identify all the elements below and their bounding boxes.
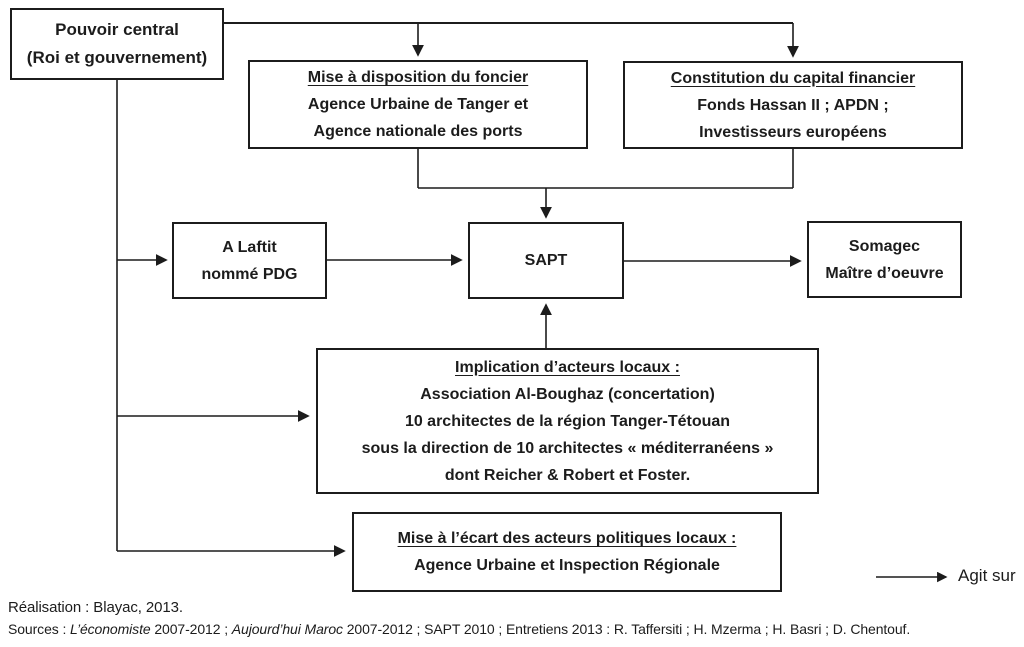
node-constitution-capital: Constitution du capital financier Fonds …	[623, 61, 963, 149]
node-text-line: Agence Urbaine de Tanger et	[307, 96, 529, 113]
node-text-line: Pouvoir central	[55, 20, 179, 39]
sources-line: Sources : L’économiste 2007-2012 ; Aujou…	[8, 621, 910, 637]
node-text-line: 10 architectes de la région Tanger-Tétou…	[404, 412, 731, 430]
node-text-line: Agence nationale des ports	[313, 123, 523, 140]
node-text-line: Somagec	[848, 237, 921, 255]
sources-segment-italic: Aujourd’hui Maroc	[231, 621, 343, 637]
node-title-line: Mise à l’écart des acteurs politiques lo…	[397, 530, 737, 547]
node-text-line: Maître d’oeuvre	[825, 264, 944, 282]
node-mise-a-disposition-foncier: Mise à disposition du foncier Agence Urb…	[248, 60, 588, 149]
node-sapt: SAPT	[468, 222, 624, 299]
node-text-line: Association Al-Boughaz (concertation)	[420, 385, 715, 403]
node-text-line: Fonds Hassan II ; APDN ;	[697, 96, 889, 114]
sources-segment-italic: L’économiste	[70, 621, 151, 637]
node-somagec: Somagec Maître d’oeuvre	[807, 221, 962, 298]
node-title-line: Implication d’acteurs locaux :	[455, 358, 680, 376]
node-text-line: SAPT	[524, 252, 568, 269]
node-text-line: Investisseurs européens	[699, 123, 887, 141]
node-text-line: nommé PDG	[201, 265, 298, 283]
node-title-line: Mise à disposition du foncier	[307, 69, 529, 86]
node-text-line: Agence Urbaine et Inspection Régionale	[414, 557, 720, 574]
node-mise-a-lecart: Mise à l’écart des acteurs politiques lo…	[352, 512, 782, 592]
sources-segment: 2007-2012 ; SAPT 2010 ; Entretiens 2013 …	[342, 621, 911, 637]
node-text-line: (Roi et gouvernement)	[26, 48, 208, 67]
node-text-line: dont Reicher & Robert et Foster.	[444, 466, 691, 484]
sources-segment: 2007-2012 ;	[150, 621, 232, 637]
node-pouvoir-central: Pouvoir central (Roi et gouvernement)	[10, 8, 224, 80]
credit-line: Réalisation : Blayac, 2013.	[8, 599, 183, 616]
node-implication-acteurs-locaux: Implication d’acteurs locaux : Associati…	[316, 348, 819, 494]
legend-label: Agit sur	[958, 566, 1016, 585]
node-laftit-pdg: A Laftit nommé PDG	[172, 222, 327, 299]
node-text-line: sous la direction de 10 architectes « mé…	[361, 439, 774, 457]
node-text-line: A Laftit	[222, 238, 277, 256]
node-title-line: Constitution du capital financier	[670, 69, 916, 87]
sources-segment: Sources :	[8, 621, 71, 637]
